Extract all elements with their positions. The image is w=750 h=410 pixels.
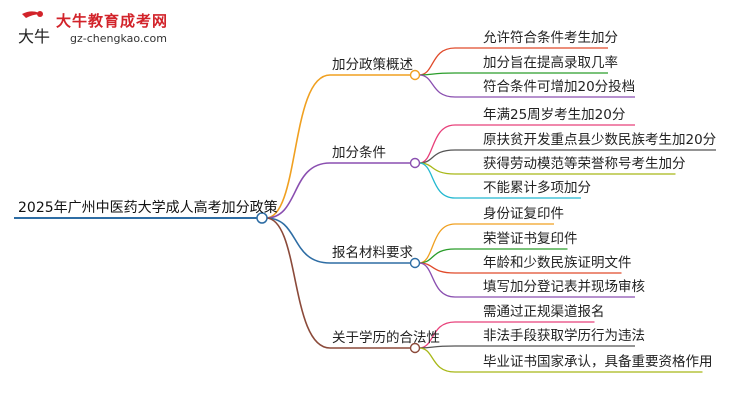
leaf-label: 年满25周岁考生加20分: [483, 107, 626, 123]
leaf-label: 毕业证书国家承认，具备重要资格作用: [483, 354, 713, 370]
root-label: 2025年广州中医药大学成人高考加分政策: [18, 200, 278, 216]
leaf-label: 符合条件可增加20分投档: [483, 79, 636, 95]
leaf-connector: [418, 47, 456, 76]
leaf-label: 非法手段获取学历行为违法: [483, 328, 645, 344]
leaf-label: 身份证复印件: [483, 206, 564, 222]
leaf-connector: [418, 262, 456, 298]
svg-text:大牛: 大牛: [18, 27, 50, 46]
leaf-label: 需通过正规渠道报名: [483, 304, 605, 320]
branch-label: 加分条件: [332, 145, 386, 161]
branch-connector: [265, 162, 331, 219]
branch-connector: [265, 74, 331, 219]
branch-label: 关于学历的合法性: [332, 330, 440, 346]
branch-connector: [265, 217, 331, 264]
logo-url: gz-chengkao.com: [70, 32, 167, 45]
branch-node[interactable]: [409, 157, 421, 169]
leaf-label: 填写加分登记表并现场审核: [483, 279, 645, 295]
leaf-label: 加分旨在提高录取几率: [483, 55, 618, 71]
mindmap-edges: [14, 47, 716, 373]
leaf-label: 不能累计多项加分: [483, 180, 591, 196]
leaf-connector: [418, 124, 456, 164]
leaf-label: 年龄和少数民族证明文件: [483, 255, 632, 271]
leaf-connector: [418, 162, 456, 199]
branch-node[interactable]: [409, 342, 421, 354]
leaf-connector: [418, 347, 456, 373]
branch-node[interactable]: [409, 257, 421, 269]
branch-connector: [265, 217, 331, 349]
root-node[interactable]: [256, 212, 268, 224]
leaf-label: 获得劳动模范等荣誉称号考生加分: [483, 156, 686, 172]
leaf-label: 荣誉证书复印件: [483, 231, 578, 247]
branch-label: 加分政策概述: [332, 57, 413, 73]
leaf-connector: [418, 321, 456, 349]
branch-label: 报名材料要求: [332, 245, 413, 261]
logo-mark-icon: 大牛: [18, 11, 50, 46]
leaf-label: 允许符合条件考生加分: [483, 30, 618, 46]
leaf-connector: [418, 74, 456, 98]
site-logo[interactable]: 大牛 大牛教育成考网 gz-chengkao.com: [14, 8, 184, 52]
leaf-label: 原扶贫开发重点县少数民族考生加20分: [483, 132, 717, 148]
logo-title: 大牛教育成考网: [56, 12, 169, 30]
leaf-connector: [418, 223, 456, 264]
mindmap-nodes: [256, 69, 421, 354]
branch-node[interactable]: [409, 69, 421, 81]
